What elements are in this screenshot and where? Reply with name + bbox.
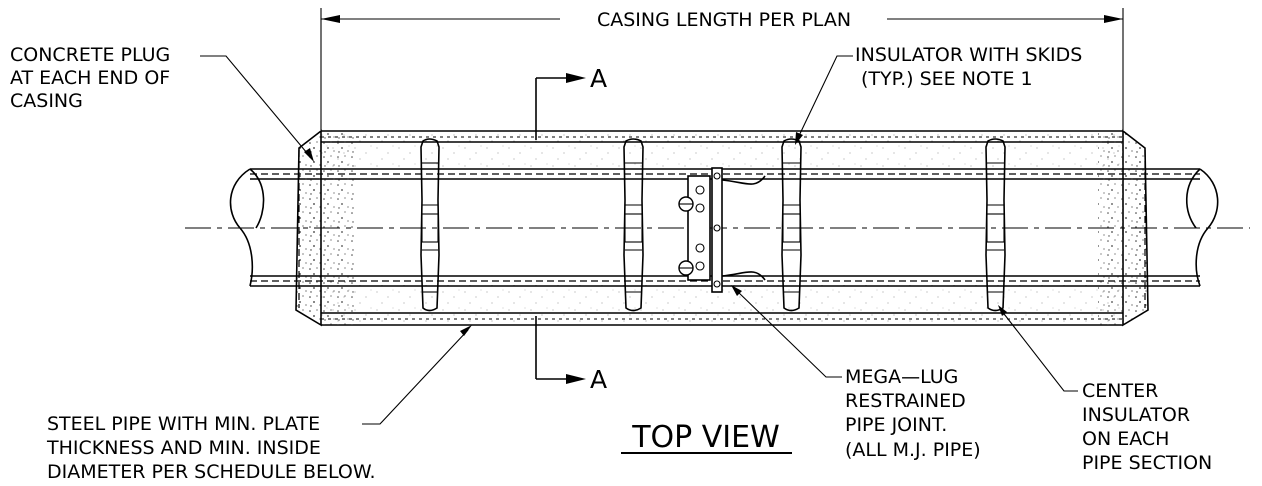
callout-center-insulator-line1: CENTER: [1082, 380, 1158, 402]
callout-center-insulator-line3: ON EACH: [1082, 428, 1169, 450]
concrete-plug-right-fill: [1098, 131, 1123, 325]
callout-concrete-plug: CONCRETE PLUG AT EACH END OF CASING: [10, 44, 170, 112]
callout-insulator-line2: (TYP.) SEE NOTE 1: [861, 68, 1033, 90]
callout-center-insulator-line2: INSULATOR: [1082, 404, 1190, 426]
callout-mega-lug-line1: MEGA—LUG: [845, 366, 958, 388]
insulator-2: [623, 138, 644, 312]
insulator-center: [985, 138, 1006, 312]
concrete-plug-left-fill: [321, 131, 355, 325]
section-mark-top: A: [590, 64, 607, 93]
callout-mega-lug-line2: RESTRAINED: [845, 390, 966, 412]
callout-steel-pipe-line2: THICKNESS AND MIN. INSIDE: [46, 437, 321, 459]
section-mark-bottom: A: [590, 365, 607, 394]
leader-lines: [200, 55, 1078, 425]
callout-concrete-plug-line3: CASING: [10, 90, 83, 112]
callout-mega-lug: MEGA—LUG RESTRAINED PIPE JOINT. (ALL M.J…: [845, 366, 981, 461]
casing-length-label: CASING LENGTH PER PLAN: [597, 9, 851, 31]
insulator-1: [420, 138, 440, 312]
section-cut-bottom: A: [535, 316, 607, 394]
mega-lug-joint: [678, 167, 766, 293]
callout-center-insulator: CENTER INSULATOR ON EACH PIPE SECTION: [1082, 380, 1212, 474]
section-cut-top: A: [535, 64, 607, 140]
concrete-plug-right: [1122, 129, 1149, 327]
callout-insulator: INSULATOR WITH SKIDS (TYP.) SEE NOTE 1: [855, 44, 1082, 90]
callout-steel-pipe-line3: DIAMETER PER SCHEDULE BELOW.: [47, 461, 376, 483]
callout-steel-pipe: STEEL PIPE WITH MIN. PLATE THICKNESS AND…: [46, 413, 376, 483]
carrier-pipe: [229, 168, 1219, 287]
view-title: TOP VIEW: [621, 420, 792, 455]
callout-mega-lug-line4: (ALL M.J. PIPE): [845, 439, 981, 461]
steel-casing: [321, 130, 1123, 326]
view-title-text: TOP VIEW: [631, 420, 780, 455]
callout-concrete-plug-line2: AT EACH END OF: [10, 67, 170, 89]
callout-steel-pipe-line1: STEEL PIPE WITH MIN. PLATE: [47, 413, 320, 435]
callout-mega-lug-line3: PIPE JOINT.: [845, 414, 947, 436]
insulator-3: [781, 138, 802, 312]
callout-center-insulator-line4: PIPE SECTION: [1082, 452, 1212, 474]
concrete-plug-left: [295, 129, 322, 327]
callout-insulator-line1: INSULATOR WITH SKIDS: [855, 44, 1082, 66]
casing-length-dimension: CASING LENGTH PER PLAN: [320, 8, 1124, 130]
callout-concrete-plug-line1: CONCRETE PLUG: [10, 44, 170, 66]
